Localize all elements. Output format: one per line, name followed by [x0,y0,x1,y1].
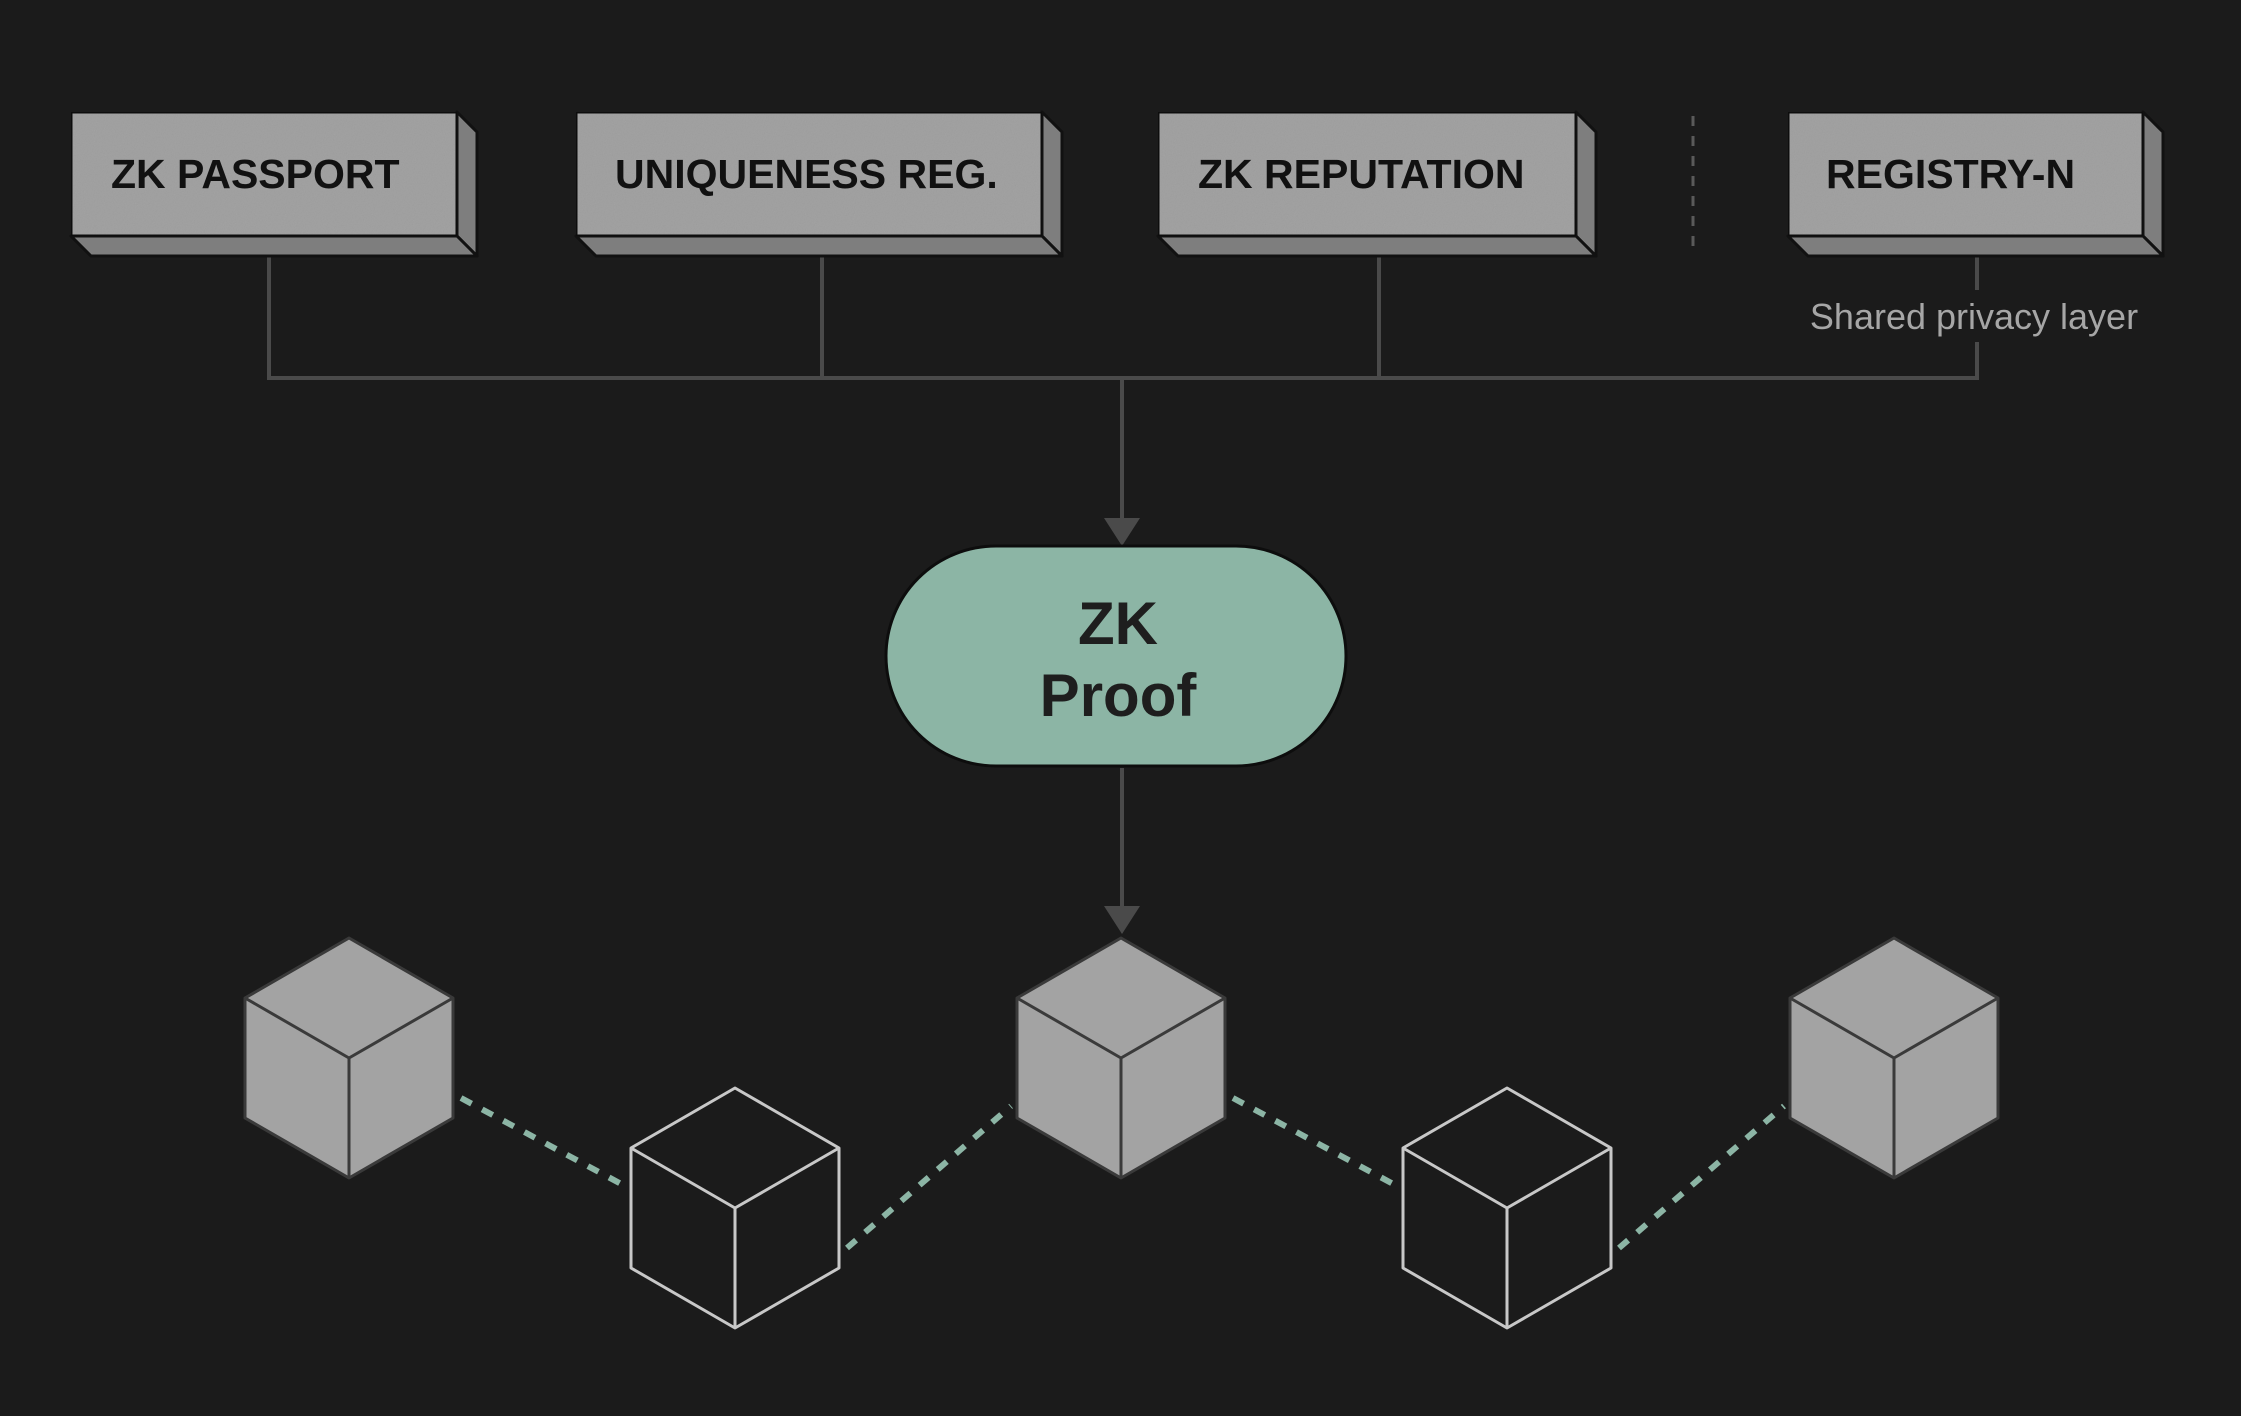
chain-link [1617,1103,1786,1251]
registry-label: REGISTRY-N [1826,151,2075,197]
zk-proof-pill [884,544,1348,768]
arrowhead-to-chain [1104,906,1140,934]
registry-box-zk-reputation: ZK REPUTATION [1156,110,1598,258]
zk-proof-node: ZK Proof [884,544,1348,768]
box-bottom [1786,234,2165,258]
arrowhead-to-proof [1104,518,1140,546]
registry-box-zk-passport: ZK PASSPORT [69,110,479,258]
caption-backdrop [1790,290,2164,342]
block-outline [1401,1086,1613,1330]
registry-label: ZK PASSPORT [111,151,400,197]
block-filled [1788,936,2000,1180]
chain-link [1231,1095,1399,1189]
box-side [1574,110,1598,258]
registry-box-registry-n: REGISTRY-N [1786,110,2165,258]
registry-label: ZK REPUTATION [1198,151,1524,197]
box-bottom [1156,234,1598,258]
block-filled [1015,936,1227,1180]
block-edges [1016,996,1226,1178]
box-side [2141,110,2165,258]
block-edges [1789,996,1999,1178]
zk-proof-label-line2: Proof [1040,662,1198,729]
connector-lines [267,256,1979,520]
block-edges [244,996,454,1178]
chain-link [845,1103,1013,1251]
registry-box-uniqueness-reg: UNIQUENESS REG. [574,110,1064,258]
box-face [574,110,1044,238]
block-outline [629,1086,841,1330]
box-face [1156,110,1578,238]
block-edges [630,1146,840,1328]
box-bottom [69,234,479,258]
box-side [1040,110,1064,258]
chain-link [459,1095,627,1189]
registry-label: UNIQUENESS REG. [615,151,998,197]
zk-proof-label-line1: ZK [1078,590,1158,657]
block-edges [1402,1146,1612,1328]
blockchain [243,936,2000,1330]
block-filled [243,936,455,1180]
box-face [69,110,459,238]
box-side [455,110,479,258]
box-bottom [574,234,1064,258]
box-face [1786,110,2145,238]
shared-privacy-layer-caption: Shared privacy layer [1810,296,2138,337]
